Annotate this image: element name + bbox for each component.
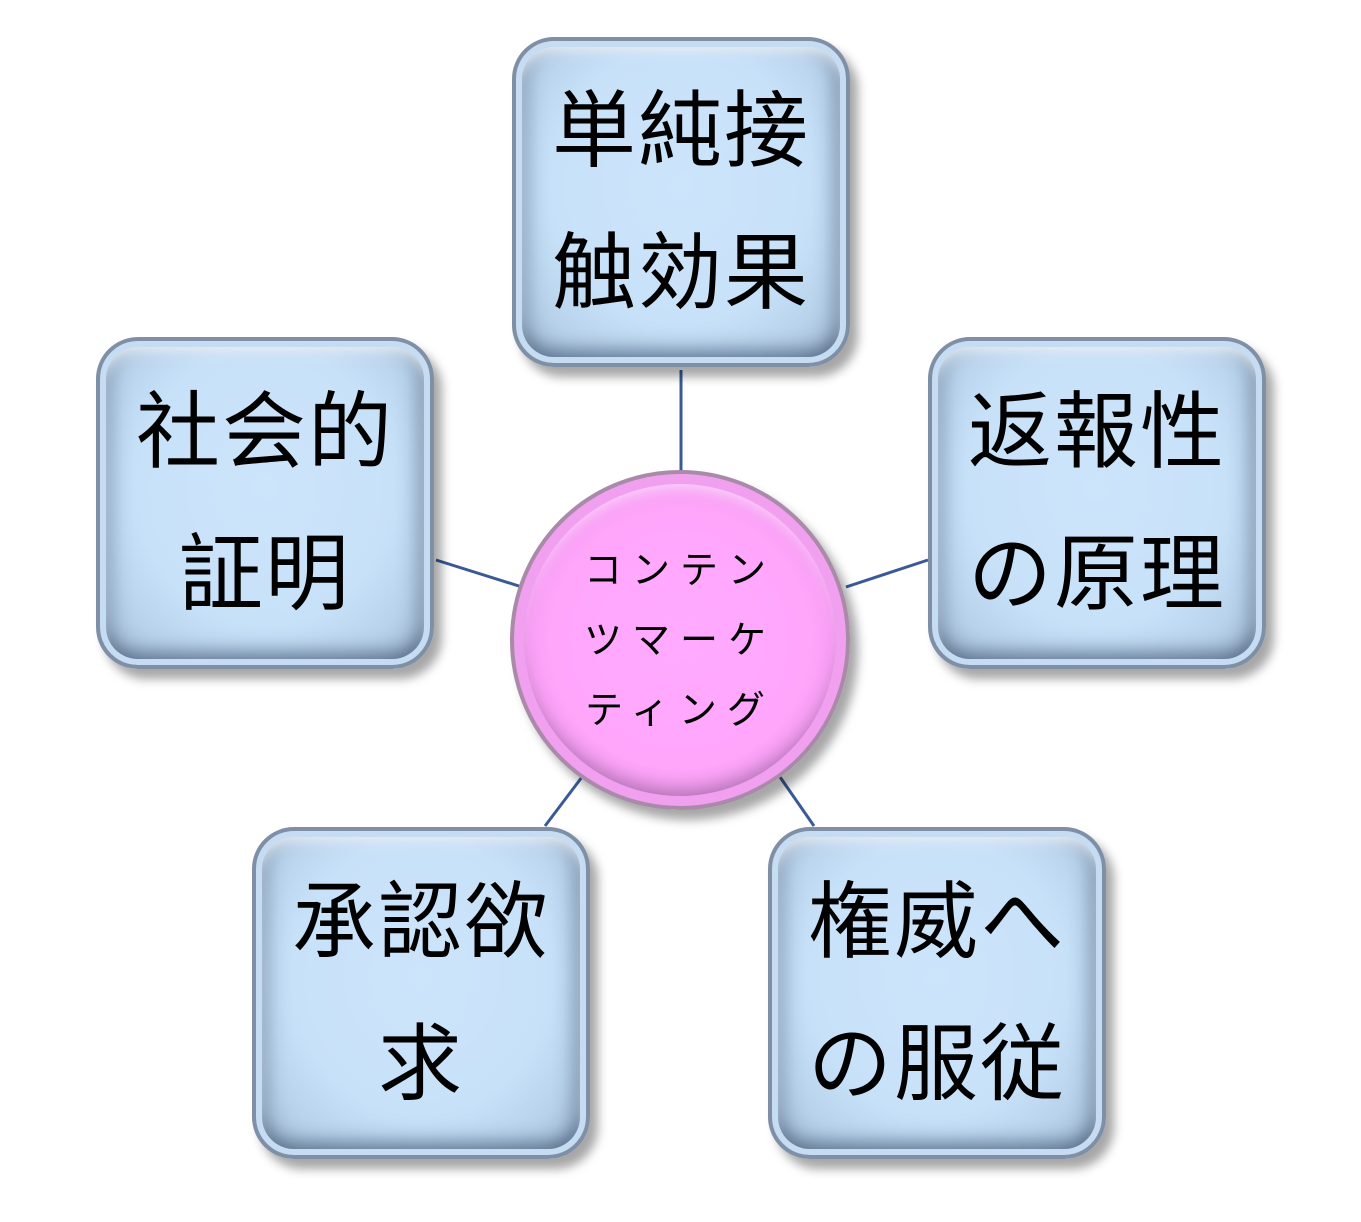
node-social-proof: 社会的 証明 (96, 337, 434, 669)
node-label-line-2: の服従 (807, 1015, 1066, 1113)
node-text: 社会的 証明 (136, 361, 394, 645)
node-label-line-2: 求 (377, 1015, 464, 1113)
node-text: 返報性 の原理 (968, 361, 1226, 645)
node-label-line-1: 社会的 (135, 383, 394, 481)
node-need-for-approval: 承認欲 求 (252, 827, 590, 1159)
node-label-line-2: の原理 (967, 525, 1226, 623)
node-label-line-1: 権威へ (807, 873, 1066, 971)
node-reciprocity-principle: 返報性 の原理 (928, 337, 1266, 669)
node-label-line-1: 返報性 (967, 383, 1226, 481)
node-label-line-2: 証明 (178, 525, 351, 623)
connector-bottom-left (543, 776, 584, 827)
center-label-line-1: コンテン (583, 548, 776, 592)
connector-left (435, 558, 523, 589)
node-text: 承認欲 求 (292, 851, 550, 1135)
node-text: 権威へ の服従 (808, 851, 1066, 1135)
node-label-line-1: 単純接 (551, 82, 810, 180)
connector-bottom-right (778, 776, 816, 827)
center-node-content-marketing: コンテン ツマーケ ティング (510, 470, 850, 810)
node-text: 単純接 触効果 (552, 60, 810, 344)
center-label-line-2: ツマーケ (583, 618, 776, 662)
node-obedience-to-authority: 権威へ の服従 (768, 827, 1106, 1159)
node-mere-exposure-effect: 単純接 触効果 (512, 37, 850, 367)
center-label-line-3: ティング (585, 688, 775, 732)
center-label: コンテン ツマーケ ティング (584, 535, 776, 745)
connector-right (845, 558, 929, 589)
node-label-line-1: 承認欲 (291, 873, 550, 971)
node-label-line-2: 触効果 (551, 224, 810, 322)
